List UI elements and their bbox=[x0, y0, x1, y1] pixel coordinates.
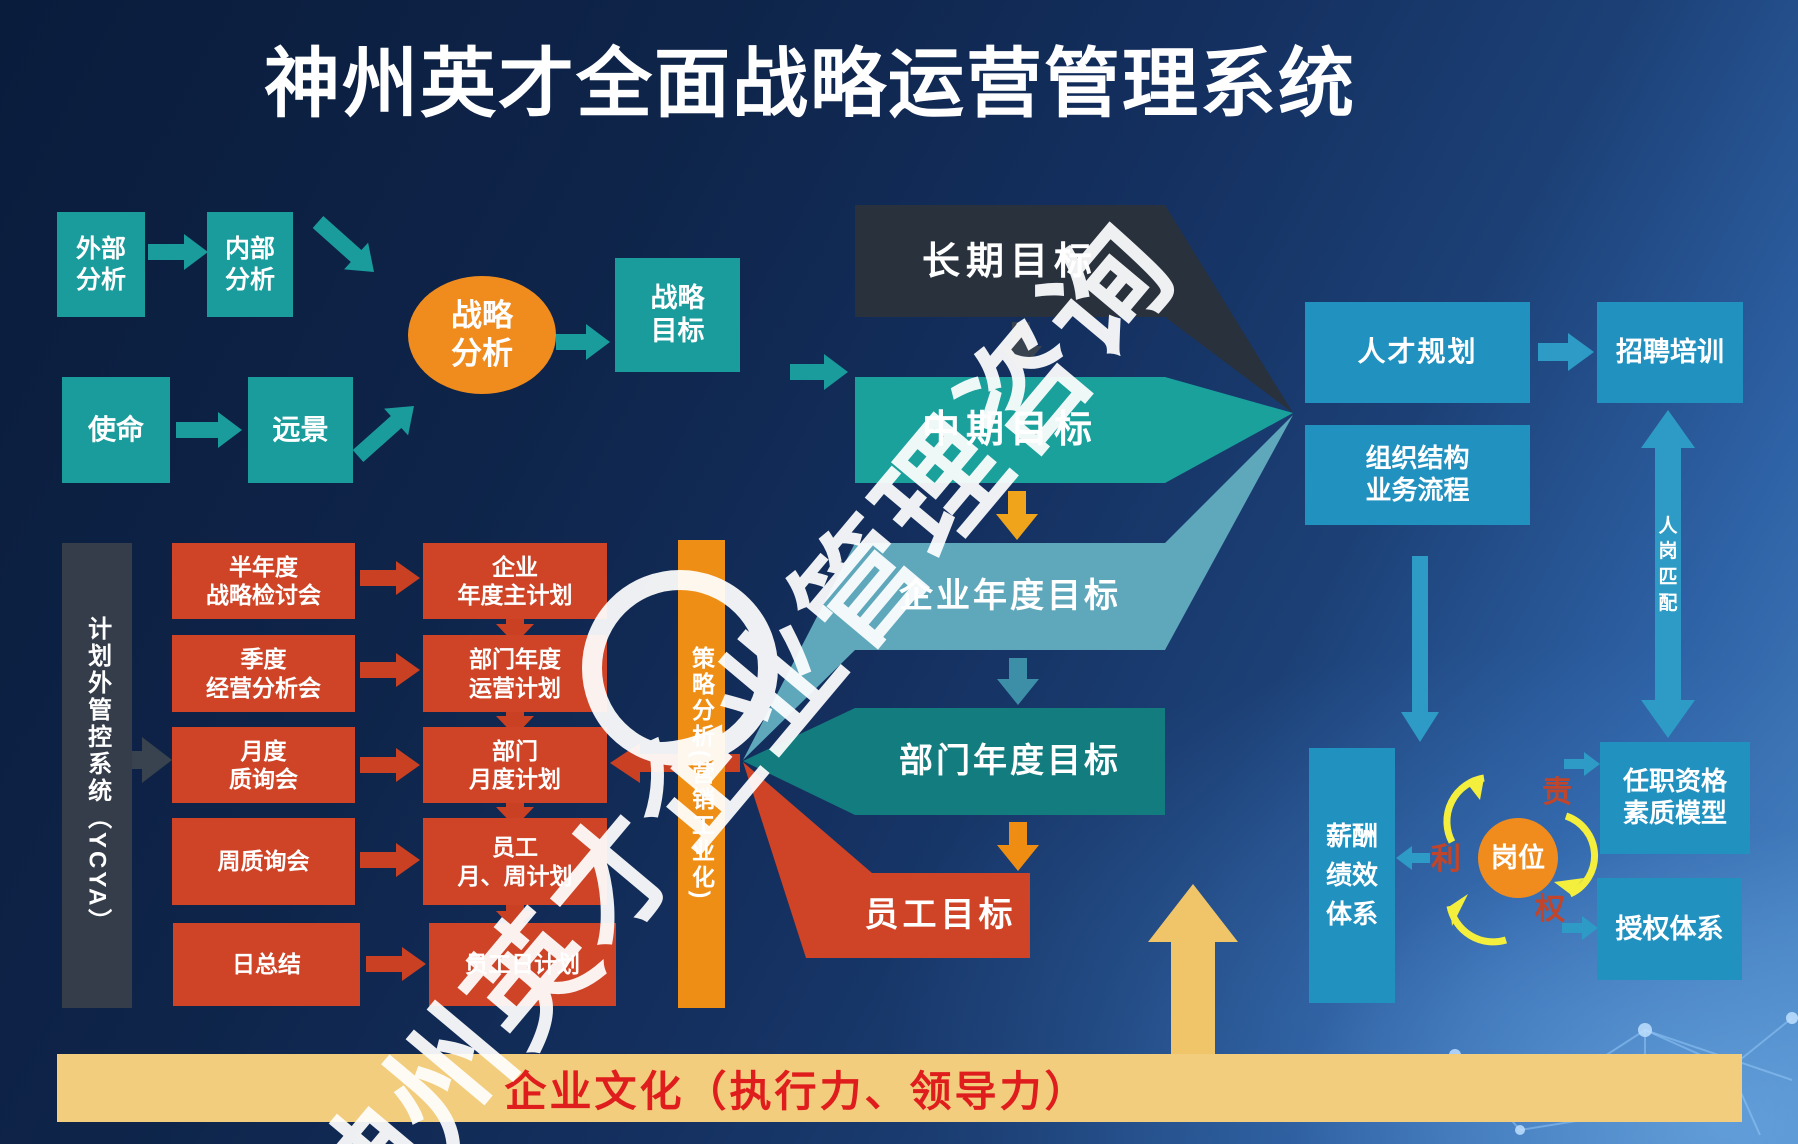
planning-control-bar: 计划外管控系统（YCYA） bbox=[62, 543, 132, 1008]
daily-summary-box: 日总结 bbox=[173, 923, 360, 1006]
external-analysis-box: 外部 分析 bbox=[57, 212, 145, 317]
person-post-match-label: 人 岗 匹 配 bbox=[1658, 515, 1678, 614]
arrow-meeting-plan-3-icon bbox=[360, 748, 420, 782]
mid-term-goal-shape bbox=[855, 377, 1293, 483]
org-structure-box: 组织结构 业务流程 bbox=[1305, 425, 1530, 525]
plan-employee-daily-box: 员工日计划 bbox=[429, 923, 616, 1006]
position-circle: 岗位 bbox=[1478, 818, 1558, 898]
arrow-dept-down-icon bbox=[997, 822, 1039, 871]
long-term-goal-label: 长期目标 bbox=[921, 241, 1098, 284]
arrow-company-down-icon bbox=[997, 658, 1039, 705]
arrow-goal-cascade-icon bbox=[790, 354, 848, 390]
employee-goal-shape bbox=[743, 762, 1030, 958]
dept-annual-goal-shape bbox=[743, 708, 1165, 815]
arrow-talent-recruit-icon bbox=[1538, 333, 1594, 371]
strategic-goal-box: 战略 目标 bbox=[615, 258, 740, 372]
authority-label: 权 bbox=[1535, 892, 1565, 926]
internal-analysis-box: 内部 分析 bbox=[207, 212, 293, 317]
benefit-label: 利 bbox=[1431, 842, 1461, 876]
cycle-arrowhead-right-icon bbox=[1554, 878, 1584, 894]
recruit-training-box: 招聘培训 bbox=[1597, 302, 1743, 403]
company-annual-goal-label: 企业年度目标 bbox=[899, 576, 1121, 615]
talent-planning-box: 人才规划 bbox=[1305, 302, 1530, 403]
arrow-internal-analysis-icon bbox=[312, 216, 374, 272]
culture-bar: 企业文化（执行力、领导力） bbox=[57, 1054, 1742, 1122]
culture-bar-label: 企业文化（执行力、领导力） bbox=[504, 1067, 1090, 1115]
arrow-plan-down-2-icon bbox=[496, 706, 534, 736]
mid-term-goal-label: 中期目标 bbox=[921, 408, 1098, 451]
meeting-month-box: 月度 质询会 bbox=[172, 727, 355, 803]
arrow-match-up-icon bbox=[1641, 410, 1695, 575]
arrow-match-down-icon bbox=[1641, 570, 1695, 738]
cycle-arrowhead-top-icon bbox=[1466, 778, 1484, 800]
mission-box: 使命 bbox=[62, 377, 170, 483]
arrow-mission-vision-icon bbox=[176, 412, 242, 448]
arrow-meeting-plan-5-icon bbox=[366, 947, 426, 981]
arrow-meeting-plan-1-icon bbox=[360, 561, 420, 595]
arrow-longterm-down-icon bbox=[1000, 322, 1042, 372]
arrow-meeting-plan-4-icon bbox=[360, 843, 420, 877]
arrow-vision-analysis-icon bbox=[352, 406, 414, 462]
cycle-arrow-right-icon bbox=[1564, 812, 1599, 898]
compensation-box: 薪酬 绩效 体系 bbox=[1309, 748, 1395, 1003]
dept-annual-goal-label: 部门年度目标 bbox=[899, 741, 1121, 780]
arrow-position-compensation-icon bbox=[1396, 846, 1430, 870]
arrow-control-bar-icon bbox=[118, 737, 172, 783]
vision-box: 远景 bbox=[248, 377, 353, 483]
arrow-plan-down-3-icon bbox=[496, 797, 534, 827]
arrow-external-internal-icon bbox=[148, 234, 208, 270]
arrow-plan-down-4-icon bbox=[496, 899, 534, 931]
meeting-week-box: 周质询会 bbox=[172, 818, 355, 905]
qualification-box: 任职资格 素质模型 bbox=[1600, 742, 1750, 854]
plan-dept-monthly-box: 部门 月度计划 bbox=[423, 727, 607, 803]
strategic-analysis-circle: 战略 分析 bbox=[408, 276, 556, 394]
arrow-meeting-plan-2-icon bbox=[360, 653, 420, 687]
arrow-plan-down-1-icon bbox=[496, 614, 534, 644]
meeting-quarter-box: 季度 经营分析会 bbox=[172, 635, 355, 712]
cycle-arrowhead-bottom-icon bbox=[1450, 894, 1468, 926]
arrow-analysis-goal-icon bbox=[556, 324, 610, 360]
page-title: 神州英才全面战略运营管理系统 bbox=[264, 39, 1356, 128]
plan-company-annual-box: 企业 年度主计划 bbox=[423, 543, 607, 619]
authorization-box: 授权体系 bbox=[1597, 878, 1742, 980]
arrow-position-authorization-icon bbox=[1562, 916, 1598, 940]
employee-goal-label: 员工目标 bbox=[864, 895, 1017, 934]
arrow-org-down-icon bbox=[1401, 556, 1439, 742]
plan-employee-weekly-box: 员工 月、周计划 bbox=[423, 818, 607, 905]
arrow-midterm-down-icon bbox=[996, 491, 1038, 540]
responsibility-label: 责 bbox=[1542, 775, 1572, 809]
meeting-halfyear-box: 半年度 战略检讨会 bbox=[172, 543, 355, 619]
plan-dept-annual-box: 部门年度 运营计划 bbox=[423, 635, 607, 712]
arrow-culture-up-icon bbox=[1148, 884, 1238, 1056]
position-cycle-arrowheads bbox=[1450, 778, 1584, 926]
company-annual-goal-shape bbox=[743, 415, 1293, 760]
strategy-analysis-bar: 策略分析(营销工业化) bbox=[678, 540, 725, 1008]
long-term-goal-shape bbox=[855, 205, 1293, 413]
arrow-position-qualification-icon bbox=[1564, 752, 1600, 776]
